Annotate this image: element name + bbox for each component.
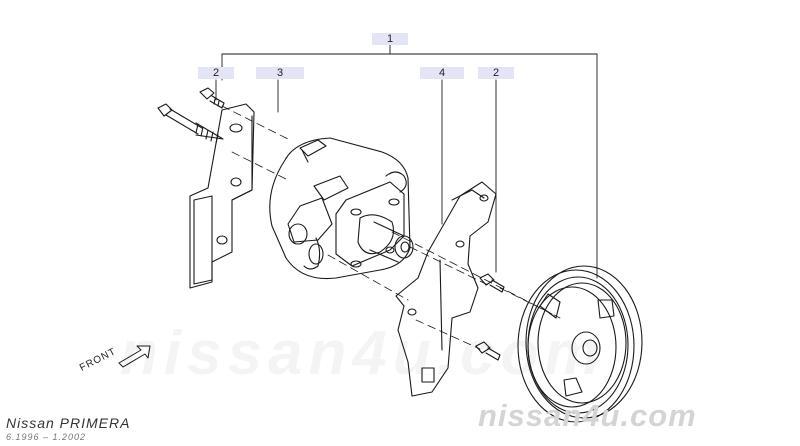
- model-name: Nissan PRIMERA: [6, 415, 131, 431]
- callout-4: 4: [420, 67, 464, 79]
- long-bolt-left: [157, 103, 224, 144]
- callout-1: 1: [372, 33, 408, 45]
- pump-mount-plate: [395, 181, 497, 397]
- front-arrow-icon: [118, 345, 151, 368]
- callout-2-right: 2: [478, 67, 514, 79]
- watermark-corner: nissan4u.com: [478, 398, 697, 433]
- pump-bracket: [189, 103, 255, 289]
- callout-2-left: 2: [198, 67, 234, 79]
- dashed-axes: [221, 105, 561, 350]
- power-steering-pump: [269, 137, 414, 280]
- short-bolt-right: [479, 273, 505, 293]
- production-dates: 6.1996 – 1.2002: [6, 432, 87, 442]
- short-bolt-top: [199, 87, 225, 109]
- callout-3: 3: [256, 67, 304, 79]
- pulley: [517, 265, 643, 423]
- short-bolt-lower: [475, 341, 501, 361]
